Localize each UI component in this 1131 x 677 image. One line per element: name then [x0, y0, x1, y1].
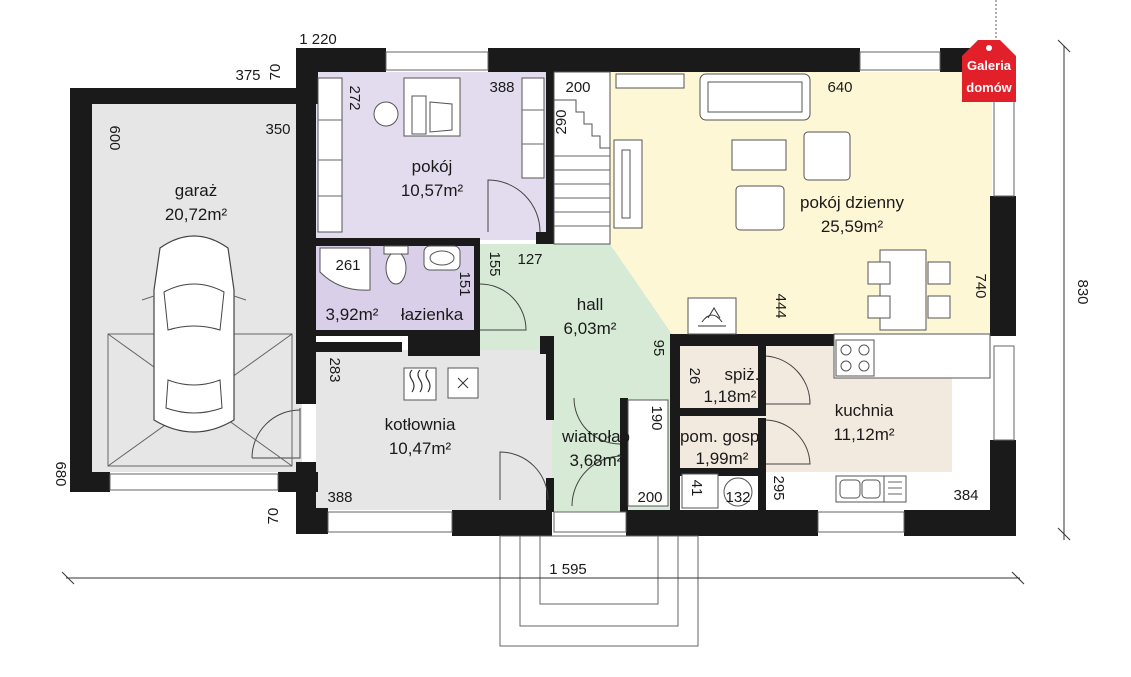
dim-top-1220: 1 220 [299, 31, 337, 48]
dim-261: 261 [335, 257, 360, 274]
floor-hall [476, 244, 672, 392]
dim-190: 190 [648, 405, 665, 430]
dimension-labels: 1 220 375 70 600 350 272 388 200 290 640… [52, 31, 1091, 578]
pokoj-dzienny-area: 25,59m² [821, 217, 884, 236]
dim-151: 151 [456, 271, 473, 296]
dim-640: 640 [827, 79, 852, 96]
hall-name: hall [577, 295, 603, 314]
dim-295: 295 [770, 475, 787, 500]
dim-41: 41 [688, 480, 705, 497]
entrance-porch [499, 535, 699, 647]
bathroom-fixtures [319, 245, 461, 291]
garaz-area: 20,72m² [165, 205, 228, 224]
dim-200-bottom: 200 [637, 489, 662, 506]
lazienka-area: 3,92m² [326, 305, 379, 324]
dim-375: 375 [235, 67, 260, 84]
dim-95: 95 [650, 340, 667, 357]
logo-line1: Galeria [967, 58, 1012, 73]
dim-127: 127 [517, 251, 542, 268]
walls [70, 48, 1016, 536]
dim-70a: 70 [267, 64, 284, 81]
spiz-name: spiż. [725, 365, 760, 384]
dim-26: 26 [686, 368, 703, 385]
kuchnia-area: 11,12m² [833, 425, 894, 444]
pom-gosp-area: 1,99m² [696, 449, 749, 468]
kuchnia-name: kuchnia [835, 401, 894, 420]
dim-680: 680 [52, 461, 69, 486]
pokoj-dzienny-name: pokój dzienny [800, 193, 904, 212]
dim-283: 283 [326, 357, 343, 382]
logo-line2: domów [966, 80, 1012, 95]
dim-600: 600 [106, 125, 123, 150]
doors [251, 179, 811, 507]
dim-272: 272 [346, 85, 363, 110]
dim-740: 740 [972, 273, 989, 298]
garaz-name: garaż [175, 181, 218, 200]
pokoj-furniture [317, 77, 545, 233]
dim-155: 155 [486, 251, 503, 276]
dim-830: 830 [1074, 279, 1091, 304]
kotlownia-name: kotłownia [385, 415, 456, 434]
spiz-area: 1,18m² [704, 387, 757, 406]
dim-290: 290 [553, 109, 570, 134]
car-icon [107, 235, 293, 467]
dim-132: 132 [725, 489, 750, 506]
dim-388-bottom: 388 [327, 489, 352, 506]
kotlownia-area: 10,47m² [389, 439, 452, 458]
hall-area: 6,03m² [564, 319, 617, 338]
dimension-lines [61, 0, 1071, 585]
dim-total-1595: 1 595 [549, 561, 587, 578]
boiler-room-fixtures [403, 367, 479, 401]
dim-70b: 70 [265, 508, 282, 525]
dim-200-top: 200 [565, 79, 590, 96]
dim-388-top: 388 [489, 79, 514, 96]
living-room-furniture [613, 73, 951, 335]
pokoj-area: 10,57m² [401, 181, 464, 200]
pom-gosp-name: pom. gosp. [680, 427, 764, 446]
room-labels: garaż 20,72m² pokój 10,57m² 3,92m² łazie… [165, 157, 905, 470]
dim-444: 444 [772, 293, 789, 318]
pokoj-name: pokój [412, 157, 453, 176]
dim-350: 350 [265, 121, 290, 138]
lazienka-name: łazienka [401, 305, 464, 324]
windows [109, 51, 1015, 533]
wiatrolap-name: wiatrołap [561, 427, 630, 446]
galeria-domow-logo: Galeria domów [962, 40, 1016, 102]
stairs [553, 71, 611, 245]
kitchen-fixtures [627, 333, 991, 509]
wiatrolap-area: 3,68m² [570, 451, 623, 470]
dim-384: 384 [953, 487, 978, 504]
